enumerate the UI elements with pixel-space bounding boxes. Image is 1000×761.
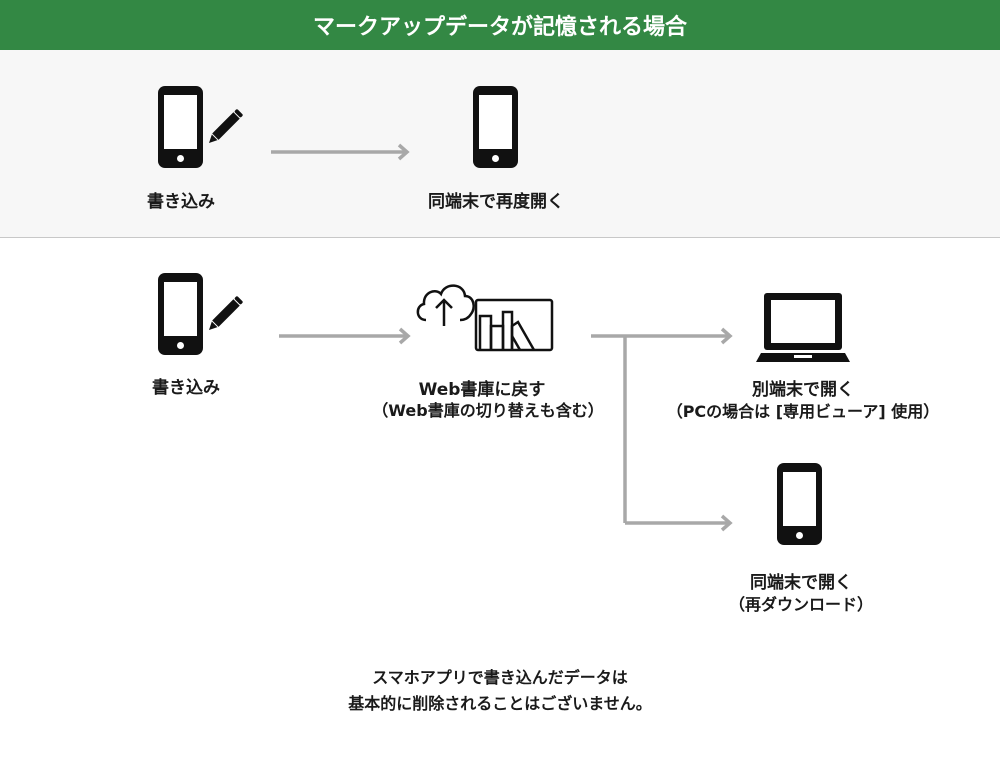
other-device-sublabel: （PCの場合は [専用ビューア] 使用） — [666, 402, 940, 421]
note-line-1: スマホアプリで書き込んだデータは — [372, 668, 628, 687]
reopen-label: 同端末で再度開く — [428, 192, 564, 212]
smartphone-icon — [777, 463, 822, 545]
cloud-upload-bookshelf-icon — [416, 284, 554, 352]
branch-top-arrowhead — [720, 327, 733, 345]
arrow-right — [279, 327, 411, 345]
other-device-label: 別端末で開く — [752, 380, 854, 400]
return-to-library-sublabel: （Web書庫の切り替えも含む） — [372, 401, 604, 420]
header-title: マークアップデータが記憶される場合 — [312, 15, 687, 40]
laptop-icon — [756, 293, 850, 362]
smartphone-icon — [473, 86, 518, 168]
note-text: スマホアプリで書き込んだデータは 基本的に削除されることはございません。 — [0, 665, 1000, 717]
same-device-sublabel: （再ダウンロード） — [728, 595, 874, 614]
branch-bottom-arrowhead — [720, 514, 733, 532]
header-banner: マークアップデータが記憶される場合 — [0, 0, 1000, 50]
smartphone-pencil-icon — [158, 86, 243, 168]
write-label: 書き込み — [152, 378, 220, 398]
smartphone-pencil-icon — [158, 273, 243, 355]
note-line-2: 基本的に削除されることはございません。 — [348, 694, 652, 713]
arrow-right — [271, 143, 410, 161]
branch-arrows — [591, 327, 733, 532]
write-label: 書き込み — [147, 192, 215, 212]
return-to-library-label: Web書庫に戻す — [418, 380, 546, 400]
same-device-label: 同端末で開く — [750, 573, 852, 593]
